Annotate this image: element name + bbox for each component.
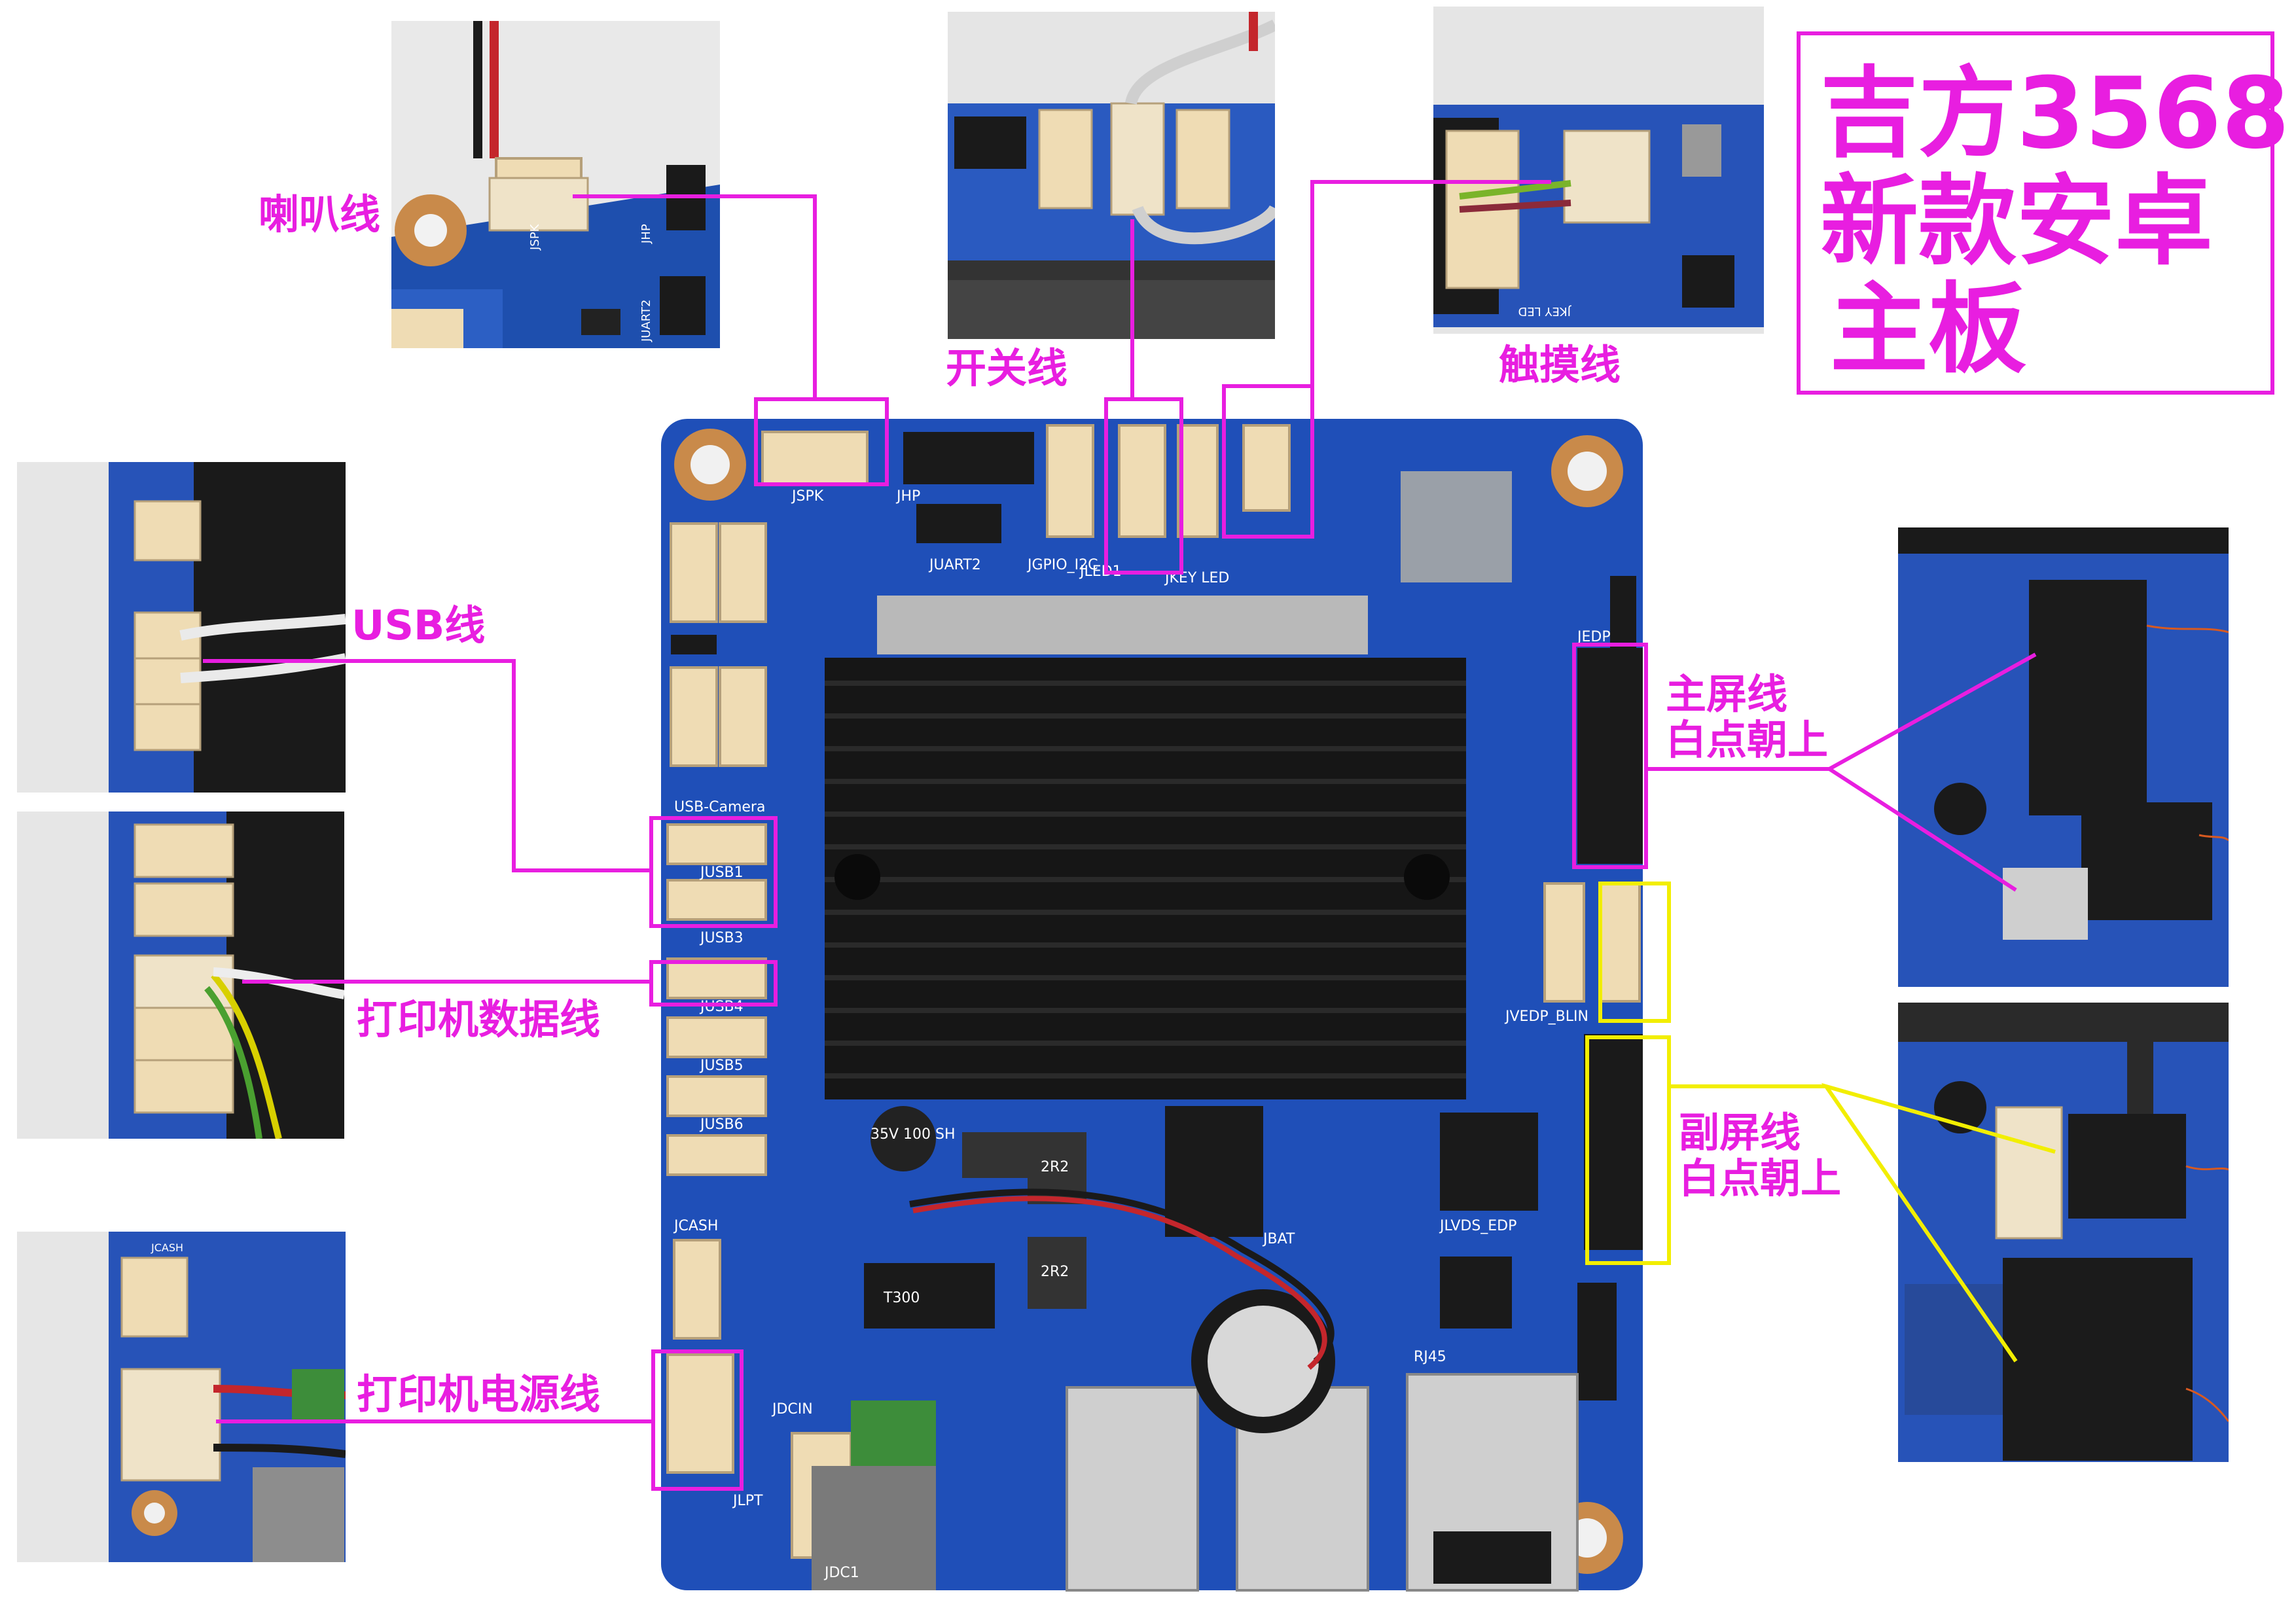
touch-connector-box	[1222, 384, 1314, 539]
jusb5-label: JUSB5	[699, 1058, 744, 1074]
jcash-silk-photo: JCASH	[151, 1241, 183, 1254]
sub-screen-connector-photo	[1898, 1003, 2229, 1462]
main-screen-connector-photo	[1898, 527, 2229, 987]
speaker-connector-box	[754, 397, 889, 486]
main-screen-orientation-label: 白点朝上	[1666, 716, 1829, 764]
t300-label: T300	[883, 1290, 920, 1306]
touch-label: 触摸线	[1499, 341, 1621, 389]
jbat-label: JBAT	[1262, 1231, 1295, 1247]
jusb6-label: JUSB6	[699, 1116, 744, 1133]
jhp-label: JHP	[895, 488, 920, 505]
capacitor-label: 35V 100 SH	[870, 1126, 956, 1143]
printer-data-label: 打印机数据线	[357, 995, 601, 1043]
jhp-silk: JHP	[639, 224, 653, 244]
jusb4-label: JUSB4	[699, 999, 744, 1015]
inductor-2-label: 2R2	[1041, 1264, 1069, 1280]
title-box: 吉方3568 新款安卓 主板	[1797, 31, 2289, 395]
jgpio-label: JGPIO_I2C	[1026, 557, 1098, 573]
sub-screen-label: 副屏线	[1679, 1109, 1801, 1156]
usb-connector-box	[649, 816, 778, 928]
juart2-label: JUART2	[928, 557, 981, 573]
title-line-3: 主板	[1830, 273, 2027, 387]
title-line-1: 吉方3568	[1820, 57, 2290, 171]
power-switch-connector-photo	[948, 12, 1275, 339]
jlvds-edp-label: JLVDS_EDP	[1439, 1218, 1516, 1234]
usb-camera-label: USB-Camera	[674, 799, 765, 815]
jkey-led-silk-photo: JKEY LED	[1518, 304, 1571, 318]
jvedp-blin-label: JVEDP_BLIN	[1504, 1008, 1588, 1025]
title-line-2: 新款安卓	[1820, 165, 2214, 279]
usb-label: USB线	[351, 601, 486, 649]
printer-power-label: 打印机电源线	[357, 1370, 601, 1418]
printer-data-connector-box	[649, 960, 778, 1007]
jspk-label: JSPK	[791, 488, 824, 505]
main-screen-label: 主屏线	[1666, 670, 1788, 718]
jcash-label: JCASH	[673, 1218, 718, 1234]
jdc1-label: JDC1	[823, 1565, 859, 1581]
sub-screen-connector-box	[1585, 1035, 1671, 1265]
printer-data-connector-photo	[17, 812, 344, 1139]
jusb1-label: JUSB1	[699, 865, 744, 881]
jedp-label: JEDP	[1576, 629, 1611, 645]
juart2-silk: JUART2	[639, 300, 653, 342]
main-screen-connector-box	[1572, 643, 1648, 869]
speaker-label: 喇叭线	[259, 190, 381, 238]
inductor-1-label: 2R2	[1041, 1159, 1069, 1175]
sub-screen-orientation-label: 白点朝上	[1679, 1154, 1842, 1202]
touch-connector-photo: JKEY LED	[1433, 7, 1764, 334]
jlpt-label: JLPT	[732, 1493, 763, 1509]
mainboard-photo: JSPK JHP JUART2 JGPIO_I2C JKEY LED JLED1…	[661, 419, 1643, 1603]
jdcin-label: JDCIN	[771, 1401, 813, 1418]
power-switch-connector-box	[1104, 397, 1183, 575]
sub-screen-backlight-box	[1598, 882, 1671, 1023]
usb-connector-photo	[17, 462, 346, 793]
rj45-label: RJ45	[1414, 1349, 1446, 1365]
power-switch-label: 开关线	[946, 344, 1068, 392]
jusb3-label: JUSB3	[699, 930, 744, 946]
jspk-silk: JSPK	[528, 223, 542, 251]
printer-power-connector-photo: JCASH	[17, 1232, 346, 1562]
speaker-connector-photo: JSPK JHP JUART2	[391, 21, 720, 348]
printer-power-connector-box	[651, 1349, 744, 1491]
